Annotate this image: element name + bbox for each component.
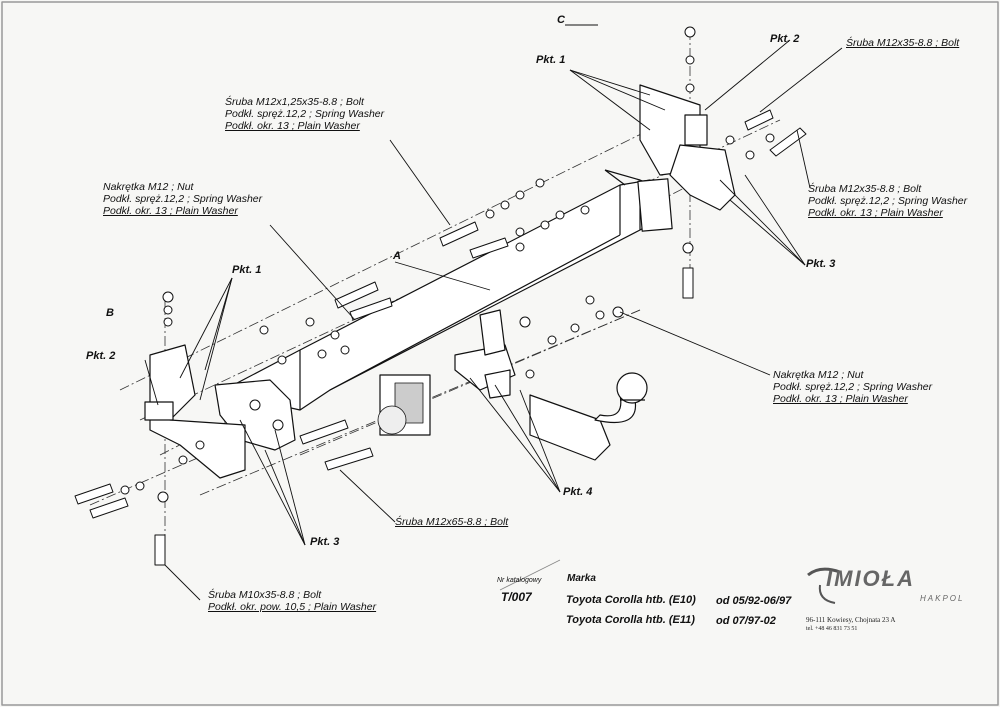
brand-header: Marka	[567, 573, 596, 584]
tag-pkt3-left: Pkt. 3	[310, 536, 340, 548]
logo-address: 96-111 Kowiesy, Chojnata 23 A	[806, 616, 896, 624]
callout-line: Podkł. spręż.12,2 ; Spring Washer	[808, 195, 968, 207]
tag-pkt2-right: Pkt. 2	[770, 33, 800, 45]
callout-line: Podkł. spręż.12,2 ; Spring Washer	[225, 108, 385, 120]
callout-line: Podkł. okr. 13 ; Plain Washer	[773, 393, 908, 405]
part-letter-b: B	[106, 307, 114, 319]
signature-mark	[499, 559, 561, 591]
date-row-2: od 07/97-02	[716, 615, 776, 627]
cross-bar	[219, 169, 673, 411]
callout-line: Śruba M12x35-8.8 ; Bolt	[808, 183, 922, 195]
tag-pkt1-left: Pkt. 1	[232, 264, 262, 276]
tag-pkt1-right: Pkt. 1	[536, 54, 566, 66]
callout-bolt-top-right: Śruba M12x35-8.8 ; Bolt	[846, 37, 959, 49]
right-side-bracket	[639, 84, 736, 211]
callout-line: Śruba M12x35-8.8 ; Bolt	[846, 37, 960, 49]
catalog-header: Nr katalogowy	[497, 577, 542, 584]
tag-pkt4: Pkt. 4	[563, 486, 593, 498]
logo-phone: tel. +48 46 831 73 51	[806, 626, 858, 632]
callout-line: Podkł. okr. 13 ; Plain Washer	[808, 207, 943, 219]
callout-bolt-m10: Śruba M10x35-8.8 ; Bolt Podkł. okr. pow.…	[208, 589, 376, 613]
callout-line: Śruba M10x35-8.8 ; Bolt	[208, 589, 322, 601]
callout-line: Podkł. spręż.12,2 ; Spring Washer	[103, 193, 263, 205]
fastener-set-top	[439, 26, 807, 299]
label-plate	[377, 374, 431, 436]
model-row-2: Toyota Corolla htb. (E11)	[566, 614, 695, 626]
tag-pkt3-right: Pkt. 3	[806, 258, 836, 270]
callout-bolt-m12x125: Śruba M12x1,25x35-8.8 ; Bolt Podkł. sprę…	[225, 96, 384, 132]
date-row-1: od 05/92-06/97	[716, 595, 792, 607]
callout-line: Śruba M12x1,25x35-8.8 ; Bolt	[225, 96, 364, 108]
callout-line: Podkł. okr. pow. 10,5 ; Plain Washer	[208, 601, 377, 613]
fastener-set-right	[519, 295, 624, 379]
callout-line: Nakrętka M12 ; Nut	[103, 181, 194, 193]
tow-ball-assembly	[529, 372, 648, 461]
callout-nut-left: Nakrętka M12 ; Nut Podkł. spręż.12,2 ; S…	[103, 181, 262, 217]
leader-lines	[144, 24, 843, 601]
callout-line: Nakrętka M12 ; Nut	[773, 369, 864, 381]
catalog-number: T/007	[501, 590, 532, 604]
callout-line: Podkł. okr. 13 ; Plain Washer	[225, 120, 360, 132]
callout-bolt-m12x65: Śruba M12x65-8.8 ; Bolt	[395, 516, 508, 528]
part-letter-a: A	[393, 250, 401, 262]
callout-line: Śruba M12x65-8.8 ; Bolt	[395, 516, 509, 528]
callout-bolt-right: Śruba M12x35-8.8 ; Bolt Podkł. spręż.12,…	[808, 183, 967, 219]
hakpol-logo-mark	[807, 567, 841, 604]
logo-name: IMIOŁA	[826, 566, 915, 591]
logo-sub: HAKPOL	[920, 594, 965, 603]
part-letter-c: C	[557, 14, 565, 26]
model-row-1: Toyota Corolla htb. (E10)	[566, 594, 696, 606]
callout-line: Podkł. okr. 13 ; Plain Washer	[103, 205, 238, 217]
callout-line: Podkł. spręż.12,2 ; Spring Washer	[773, 381, 933, 393]
callout-nut-right: Nakrętka M12 ; Nut Podkł. spręż.12,2 ; S…	[773, 369, 932, 405]
mounting-plates	[454, 309, 516, 399]
fastener-set-left	[74, 281, 393, 566]
tag-pkt2-left: Pkt. 2	[86, 350, 116, 362]
